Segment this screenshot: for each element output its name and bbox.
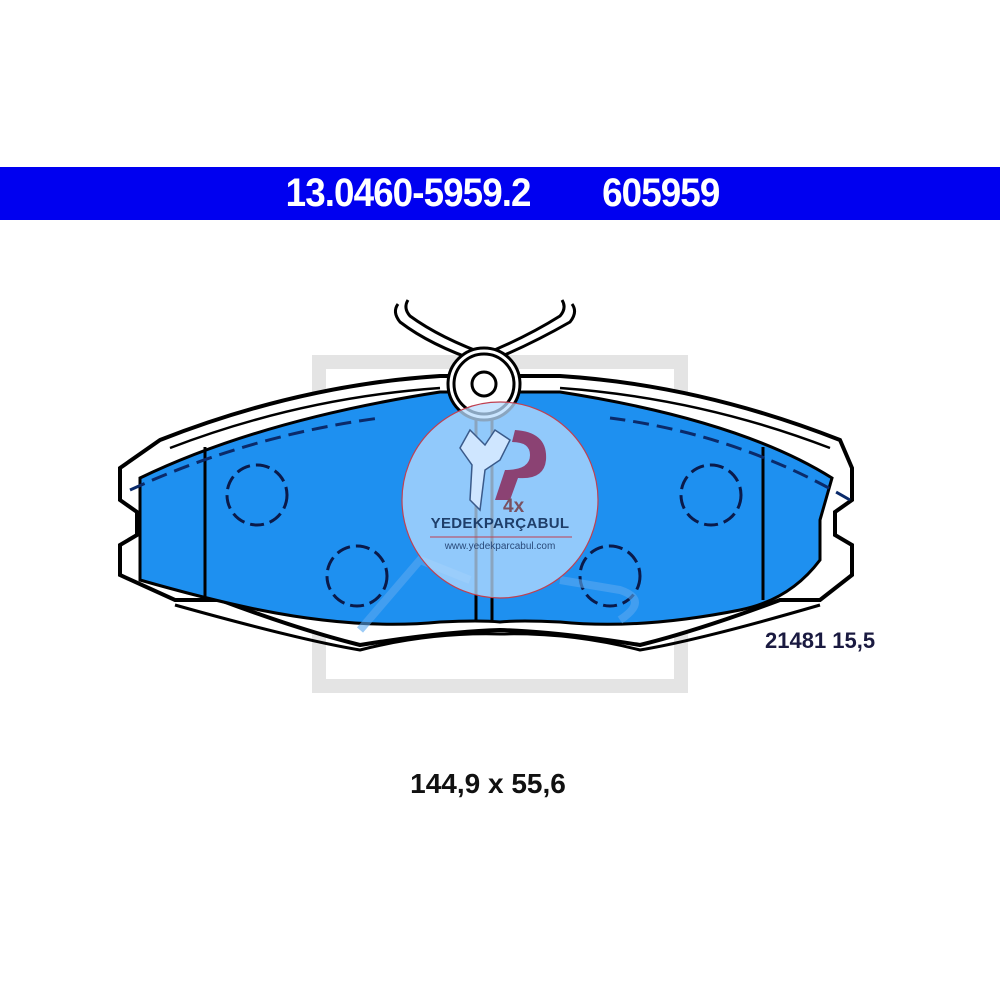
dashed-circle — [578, 544, 642, 608]
dashed-circle — [225, 463, 289, 527]
p-logo-icon — [495, 430, 547, 500]
backplate-inner-line — [169, 386, 831, 450]
wear-indicator-clip-icon — [393, 299, 577, 422]
chamfer-dashes — [129, 416, 851, 502]
dashed-circle — [679, 463, 743, 527]
reference-number: 605959 — [602, 171, 720, 215]
pad-code-label: 21481 15,5 — [765, 628, 876, 653]
part-number-banner: 13.0460-5959.2 605959 — [0, 167, 1000, 220]
watermark-url: www.yedekparcabul.com — [444, 541, 556, 552]
dashed-circle — [325, 544, 389, 608]
watermark-brand: YEDEKPARÇABUL — [430, 515, 570, 532]
watermark-quantity: 4x — [503, 496, 525, 517]
bottom-edge — [174, 603, 821, 652]
wrench-logo-icon — [459, 428, 511, 512]
dimensions-label: 144,9 x 55,6 — [410, 768, 566, 799]
part-number: 13.0460-5959.2 — [285, 171, 532, 215]
site-watermark-disc — [401, 401, 599, 599]
dashed-circles — [225, 463, 743, 608]
